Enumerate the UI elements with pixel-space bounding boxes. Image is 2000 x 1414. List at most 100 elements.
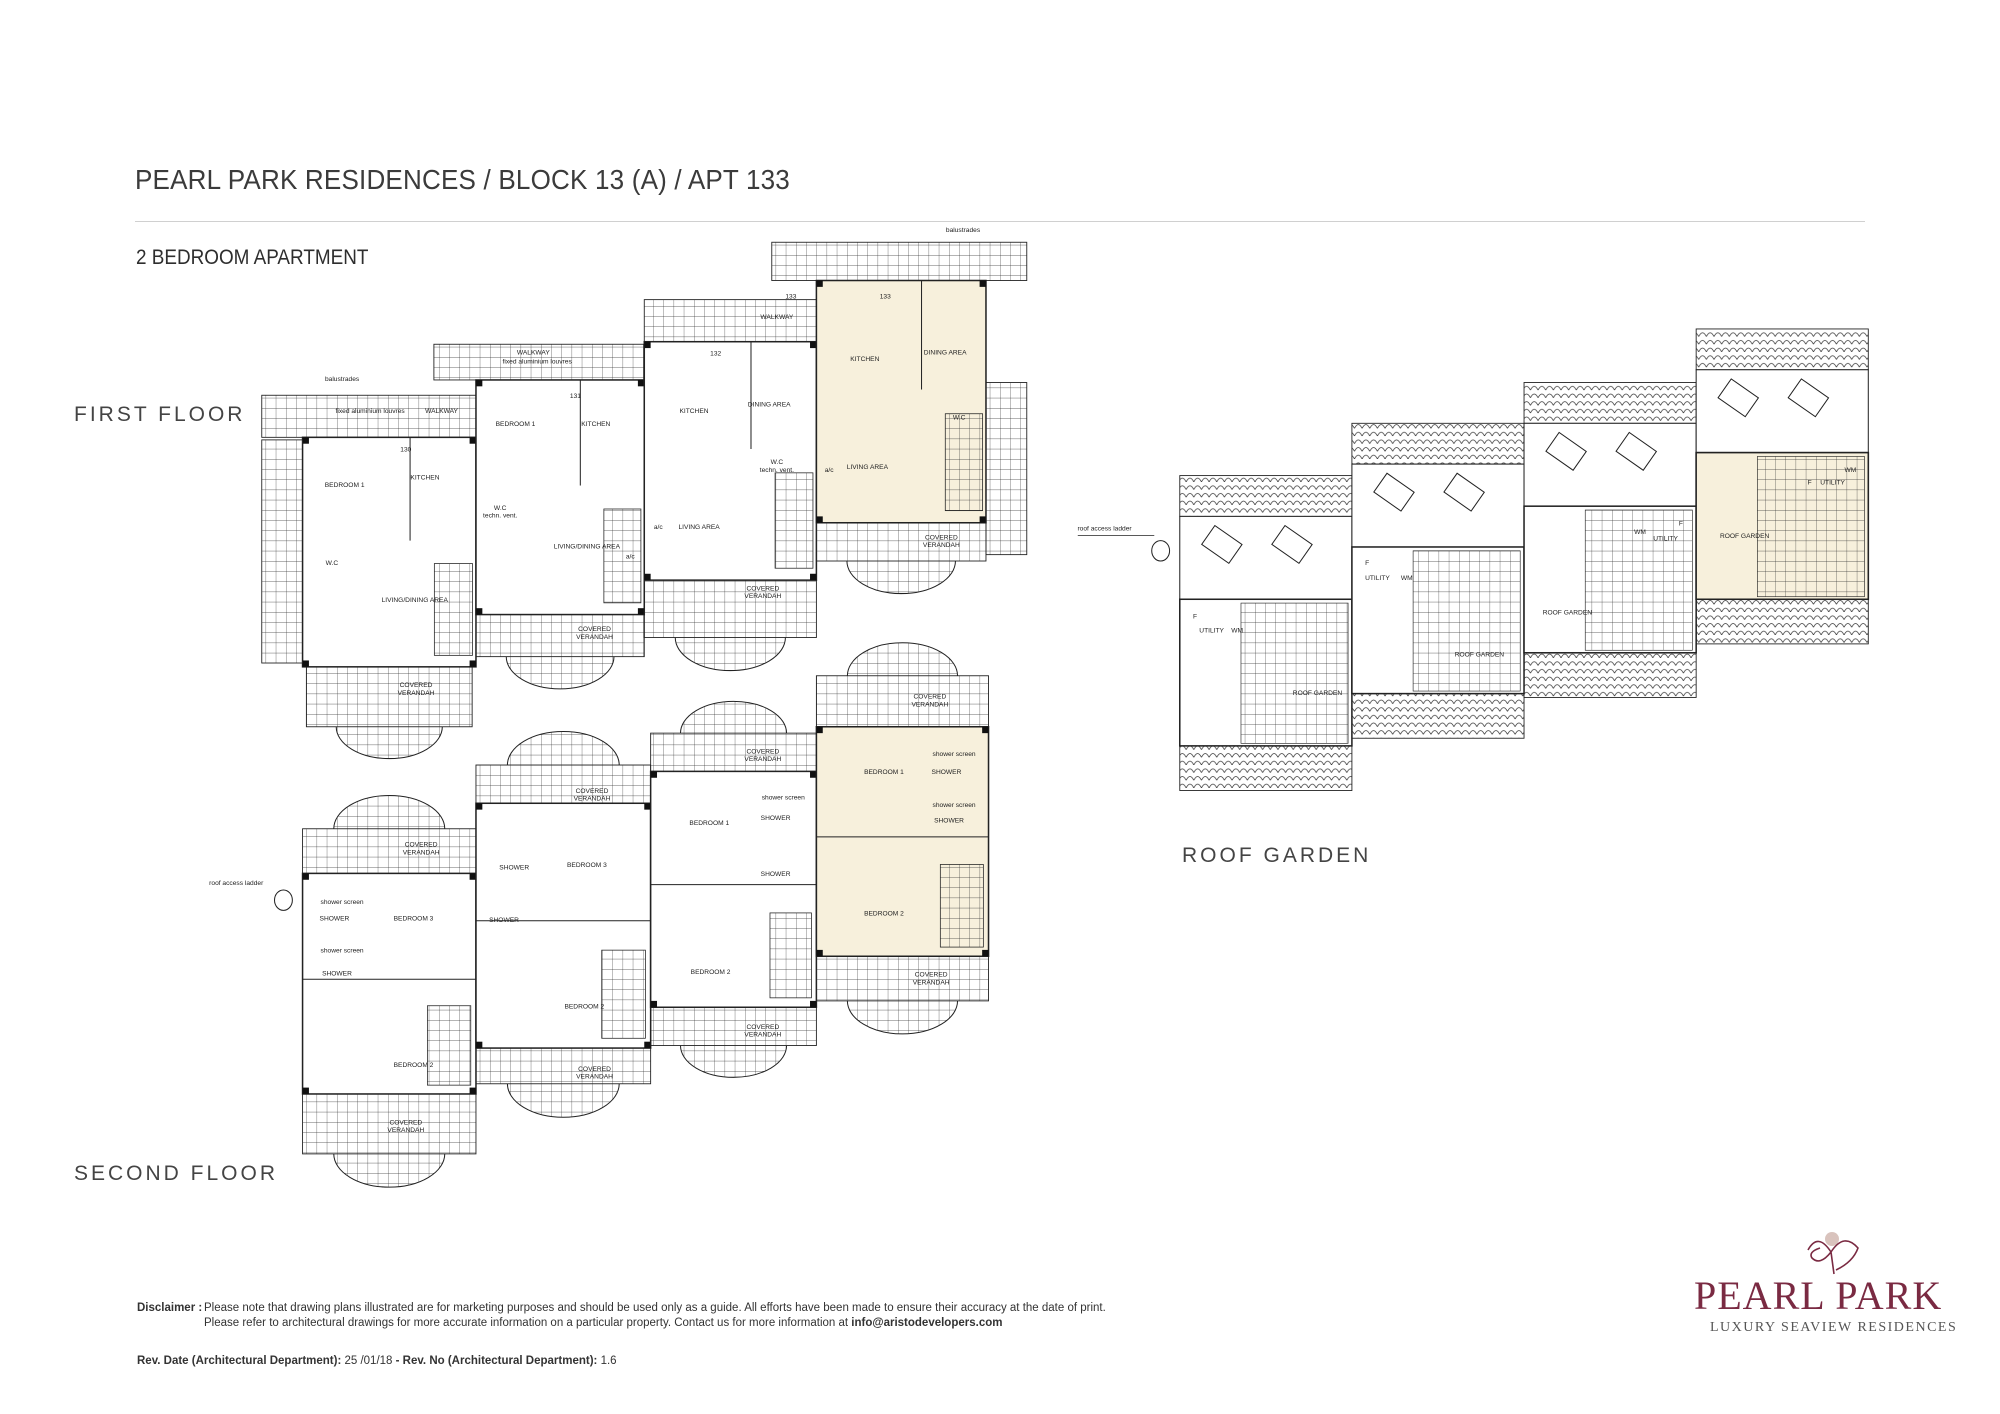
covered-verandah <box>650 732 817 772</box>
room-label: DINING AREA <box>924 349 967 356</box>
room-label: ROOF GARDEN <box>1455 652 1505 659</box>
room-label: COVERED <box>576 788 609 795</box>
room-label: WM <box>1231 627 1243 634</box>
room-label: W.C <box>953 414 966 421</box>
wall-column <box>475 379 483 387</box>
wall-column <box>475 608 483 615</box>
roof-garden-tiles <box>1584 509 1693 651</box>
room-label: 131 <box>570 393 581 400</box>
room-label: SHOWER <box>761 815 791 822</box>
room-label: 133 <box>880 293 891 300</box>
room-label: a/c <box>654 524 664 531</box>
room-label: BEDROOM 3 <box>394 916 434 923</box>
room-label: VERANDAH <box>911 701 948 708</box>
pearl-park-logo: PEARL PARK LUXURY SEAVIEW RESIDENCES <box>1690 1230 1970 1340</box>
wall-column <box>637 379 645 387</box>
room-label: LIVING AREA <box>678 524 720 531</box>
roof-tiles <box>1523 382 1697 424</box>
room-label: LIVING/DINING AREA <box>382 597 449 604</box>
wall-column <box>644 341 651 349</box>
room-label: COVERED <box>915 972 948 979</box>
room-label: 132 <box>710 351 721 358</box>
open-terrace <box>1523 422 1697 507</box>
open-terrace <box>1179 515 1353 600</box>
room-label: VERANDAH <box>913 979 950 986</box>
revision-info: Rev. Date (Architectural Department): 25… <box>137 1355 617 1367</box>
room-label: shower screen <box>321 947 364 954</box>
wall-column <box>469 1087 476 1094</box>
room-label: F <box>1679 520 1683 527</box>
bay-arc <box>846 561 956 595</box>
room-label: DINING AREA <box>748 402 791 409</box>
room-label: VERANDAH <box>576 634 613 641</box>
covered-verandah <box>302 828 477 874</box>
bay-arc <box>846 1000 959 1035</box>
room-label: VERANDAH <box>387 1127 424 1134</box>
room-label: F <box>1193 613 1197 620</box>
room-label: COVERED <box>578 626 611 633</box>
room-label: SHOWER <box>934 817 964 824</box>
room-label: F <box>1365 560 1369 567</box>
room-label: BEDROOM 1 <box>325 482 365 489</box>
wall-column <box>302 437 309 444</box>
room-label: VERANDAH <box>744 1032 781 1039</box>
staircase <box>427 1005 472 1086</box>
room-label: 133 <box>785 293 796 300</box>
room-label: VERANDAH <box>403 849 440 856</box>
wall-column <box>816 949 823 957</box>
covered-verandah <box>815 522 987 562</box>
room-label: ROOF GARDEN <box>1293 690 1343 697</box>
staircase <box>769 912 812 999</box>
wall-column <box>979 516 986 523</box>
bay-arc <box>846 642 959 676</box>
room-label: techn. vent. <box>483 513 517 520</box>
sun-lounger-icon <box>1271 524 1313 565</box>
roof-ladder-icon <box>274 889 293 911</box>
wall-column <box>650 771 658 778</box>
contact-email[interactable]: info@aristodevelopers.com <box>851 1317 1003 1329</box>
covered-verandah <box>475 1047 652 1085</box>
covered-verandah <box>815 675 989 728</box>
room-label: shower screen <box>321 899 364 906</box>
divider <box>135 221 1865 222</box>
wall-column <box>469 437 476 444</box>
covered-verandah <box>815 955 989 1002</box>
wall-column <box>982 726 989 734</box>
room-label: VERANDAH <box>923 542 960 549</box>
room-label: COVERED <box>746 1024 779 1031</box>
room-label: COVERED <box>405 842 438 849</box>
room-label: BEDROOM 2 <box>864 910 904 917</box>
sun-lounger-icon <box>1200 524 1243 565</box>
room-label: WALKWAY <box>425 408 458 415</box>
wall-column <box>469 873 476 880</box>
room-label: BEDROOM 1 <box>496 421 536 428</box>
open-terrace <box>1695 369 1869 454</box>
wall-column <box>644 1041 651 1049</box>
walkway <box>771 241 1028 281</box>
room-label: a/c <box>825 467 835 474</box>
sun-lounger-icon <box>1443 472 1485 512</box>
staircase-external <box>985 382 1028 556</box>
staircase <box>603 508 642 604</box>
bay-arc <box>674 637 786 672</box>
wall-column <box>302 873 309 880</box>
room-label: VERANDAH <box>744 756 781 763</box>
section-label-roof-garden: ROOF GARDEN <box>1182 844 1372 867</box>
room-label: F <box>1808 480 1812 487</box>
room-label: COVERED <box>746 749 779 756</box>
room-label: BEDROOM 1 <box>864 769 904 776</box>
roof-tiles <box>1179 475 1353 517</box>
room-label: shower screen <box>933 802 976 809</box>
roof-garden-tiles <box>1412 550 1521 692</box>
room-label: WM <box>1634 529 1646 536</box>
walkway <box>643 299 817 343</box>
room-label: W.C <box>494 505 507 512</box>
room-label: COVERED <box>400 682 433 689</box>
disclaimer-label: Disclaimer : <box>137 1302 203 1314</box>
room-label: balustrades <box>325 376 360 383</box>
roof-tiles <box>1351 693 1525 739</box>
wall-column <box>644 573 651 581</box>
room-label: SHOWER <box>761 871 791 878</box>
room-label: COVERED <box>578 1066 611 1073</box>
wall-column <box>982 949 989 957</box>
